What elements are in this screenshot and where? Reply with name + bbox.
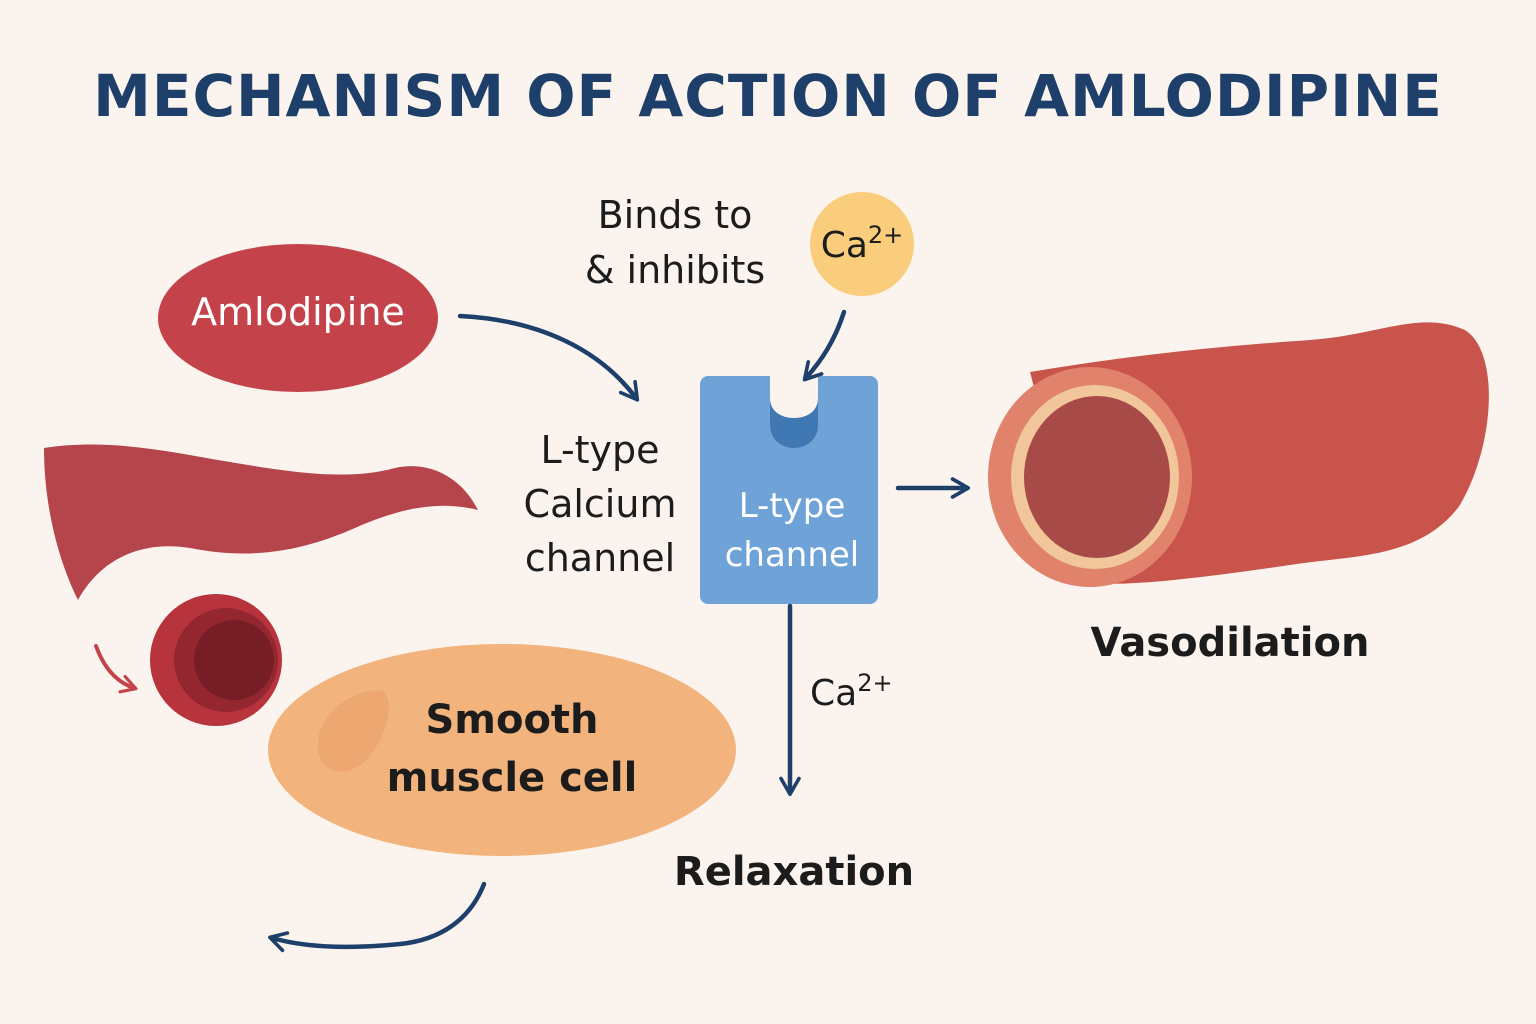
red-arrow [94, 644, 138, 694]
smooth-muscle-cell-shape [268, 644, 736, 856]
amlodipine-to-channel-arrow [457, 313, 640, 402]
vasodilation-label: Vasodilation [1090, 620, 1370, 666]
l-type-side-label-line2: Calcium [523, 482, 677, 526]
channel-box-label-line1: L-type [738, 486, 846, 526]
binds-label-line1: Binds to [597, 193, 753, 237]
blood-vessel-shape [988, 322, 1489, 587]
channel-box-label-line2: channel [724, 535, 860, 575]
l-type-side-label-line3: channel [524, 536, 676, 580]
calcium-ion-base: Ca [820, 225, 868, 266]
smooth-muscle-label-line1: Smooth [425, 697, 599, 743]
red-blood-cell [150, 594, 282, 726]
binds-label-line2: & inhibits [584, 248, 766, 292]
page-title: MECHANISM OF ACTION OF AMLODIPINE [93, 62, 1443, 130]
calcium-flow-label: Ca2+ [810, 669, 910, 715]
l-type-channel-box [700, 376, 878, 604]
l-type-side-label-line1: L-type [540, 428, 660, 472]
calcium-ion-circle [810, 192, 914, 296]
smooth-muscle-label-line2: muscle cell [386, 755, 638, 801]
amlodipine-label: Amlodipine [191, 290, 405, 334]
amlodipine-shape [158, 244, 438, 392]
calcium-ion-charge: 2+ [867, 221, 904, 249]
relaxation-label: Relaxation [673, 849, 915, 895]
calcium-flow-charge: 2+ [857, 669, 893, 697]
calcium-ion-label: Ca2+ [812, 221, 912, 267]
muscle-fiber-shape [44, 444, 478, 600]
cell-return-arrow [268, 881, 487, 953]
calcium-to-channel-arrow [802, 309, 847, 382]
calcium-flow-base: Ca [810, 673, 858, 714]
